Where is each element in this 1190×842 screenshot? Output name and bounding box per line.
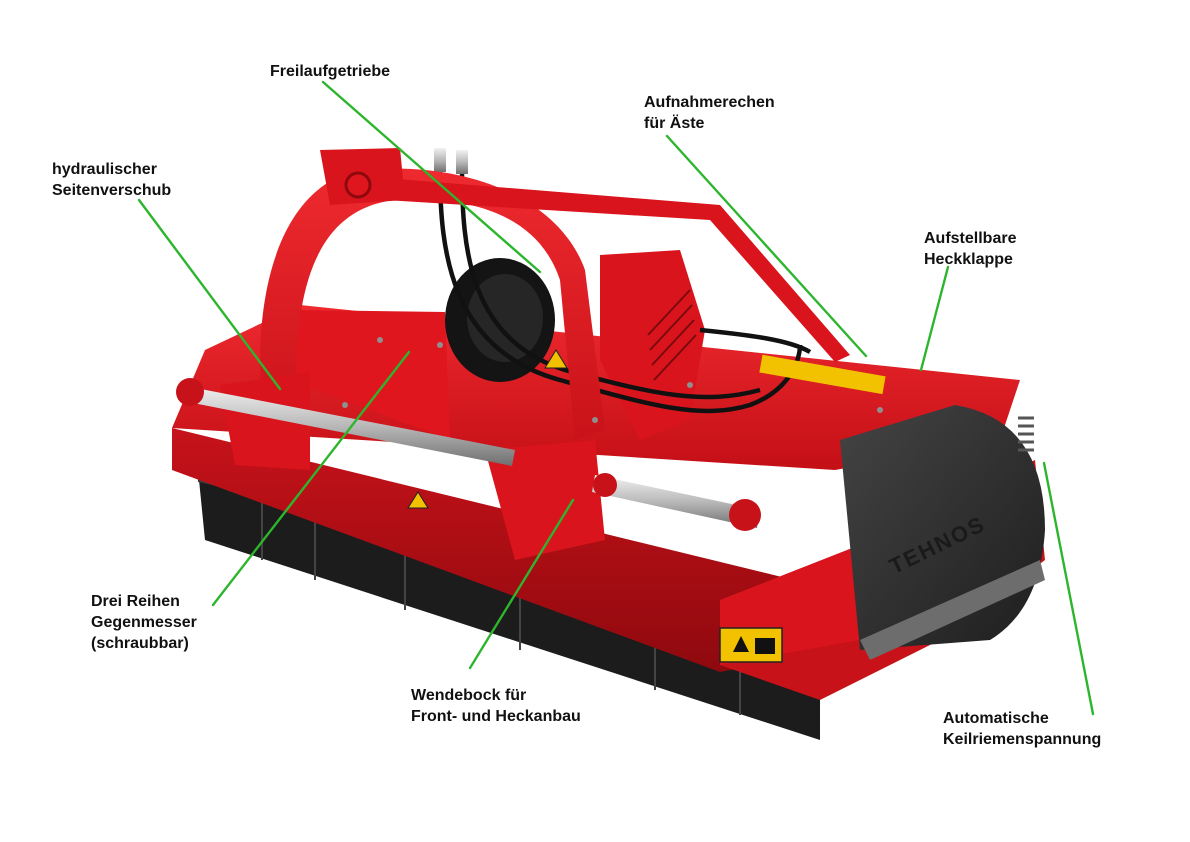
rear-roller [860,560,1045,660]
warning-triangle-decal [407,491,429,509]
leader-gegenmesser [211,350,411,607]
hydraulic-coupler-left [434,148,446,172]
label-seitenverschub-line-1: hydraulischer [52,161,157,178]
main-housing-front [172,428,835,672]
leader-aufnahmerechen [665,134,868,358]
hitch-arm-right [485,440,605,560]
label-gegenmesser-line-3: (schraubbar) [91,635,189,652]
bolts [342,337,883,423]
leader-lines [137,80,1095,716]
label-heckklappe: Aufstellbare Heckklappe [924,228,1016,270]
label-keilriemen-line-1: Automatische [943,710,1049,727]
hydraulic-coupler-right [456,150,468,174]
housing-hood [290,310,450,440]
warning-triangle-decal-top [544,349,568,369]
mulcher-machine: TEHNOS [172,148,1045,740]
warning-decal [719,627,783,663]
label-freilaufgetriebe: Freilaufgetriebe [270,61,390,82]
label-wendebock-line-2: Front- und Heckanbau [411,708,581,725]
label-gegenmesser-line-2: Gegenmesser [91,614,197,631]
leader-heckklappe [919,265,950,372]
label-heckklappe-line-2: Heckklappe [924,251,1013,268]
leader-freilaufgetriebe [321,80,542,274]
warning-strip-decal [759,354,886,395]
label-aufnahmerechen-line-1: Aufnahmerechen [644,94,775,111]
drive-disc [445,258,555,382]
steel-rods [176,378,761,531]
label-keilriemen-line-2: Keilriemenspannung [943,731,1102,748]
gearbox-cover [600,250,705,440]
label-wendebock: Wendebock für Front- und Heckanbau [411,685,581,727]
label-keilriemen: Automatische Keilriemenspannung [943,708,1101,750]
label-gegenmesser: Drei Reihen Gegenmesser (schraubbar) [91,591,197,654]
label-wendebock-line-1: Wendebock für [411,687,527,704]
top-link-pin [344,171,372,199]
label-seitenverschub: hydraulischer Seitenverschub [52,159,171,201]
leader-seitenverschub [137,198,282,391]
label-gegenmesser-line-1: Drei Reihen [91,593,180,610]
leader-wendebock [468,498,575,670]
tension-spring [1018,416,1034,452]
label-freilaufgetriebe-line-1: Freilaufgetriebe [270,63,391,80]
label-seitenverschub-line-2: Seitenverschub [52,182,172,199]
leader-keilriemen [1042,461,1095,716]
label-aufnahmerechen: Aufnahmerechen für Äste [644,92,775,134]
label-heckklappe-line-1: Aufstellbare [924,230,1017,247]
hydraulic-hoses [437,169,812,414]
label-aufnahmerechen-line-2: für Äste [644,115,705,132]
hitch-arm-left [220,372,310,470]
